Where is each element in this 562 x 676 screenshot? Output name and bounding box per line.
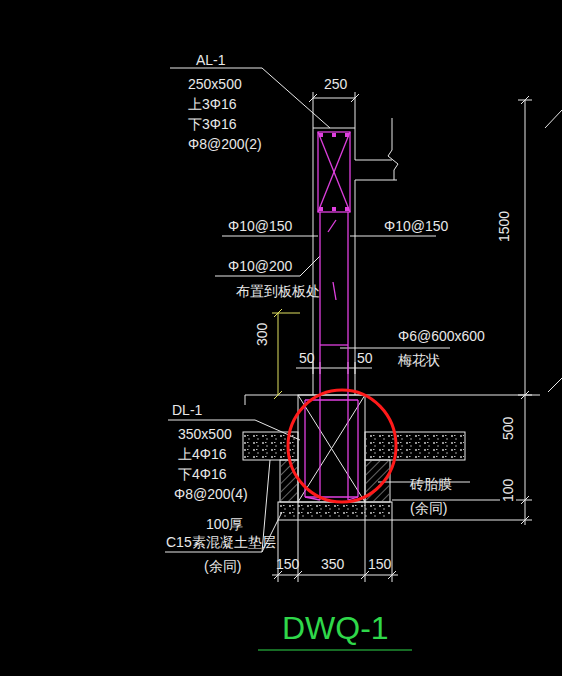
note: 砖胎膜 [410,476,452,492]
section-size: 350x500 [178,426,232,442]
rebar-spec: Φ10@150 [384,218,448,234]
rebar-spec: 下4Φ16 [178,466,227,482]
dimension: 1500 [496,211,512,242]
rebar-spec: Φ10@200 [228,258,292,274]
dimension: 50 [357,350,373,366]
dimension: 500 [500,417,516,440]
dimension: 350 [321,556,344,572]
stirrup-spec: Φ8@200(2) [188,136,262,152]
rebar-spec: 上4Φ16 [178,446,227,462]
beam-mark: AL-1 [196,52,226,68]
note: 梅花状 [398,352,440,368]
note: C15素混凝土垫层 [166,534,276,550]
dimension: 150 [368,556,391,572]
note: (余同) [204,558,241,574]
dimension: 300 [254,323,270,346]
rebar-spec: 下3Φ16 [188,116,237,132]
tie-spec: Φ6@600x600 [398,328,485,344]
dimension: 250 [324,76,347,92]
rebar-spec: 上3Φ16 [188,96,237,112]
section-size: 250x500 [188,76,242,92]
stirrup-spec: Φ8@200(4) [174,486,248,502]
note: 布置到板板处 [236,283,320,299]
note: (余同) [410,500,447,516]
drawing-title: DWQ-1 [282,610,389,646]
rebar-spec: Φ10@150 [228,218,292,234]
dimension: 150 [276,556,299,572]
beam-mark: DL-1 [172,402,202,418]
note: 100厚 [206,516,243,532]
dimension: 100 [500,479,516,502]
dimension: 50 [299,350,315,366]
